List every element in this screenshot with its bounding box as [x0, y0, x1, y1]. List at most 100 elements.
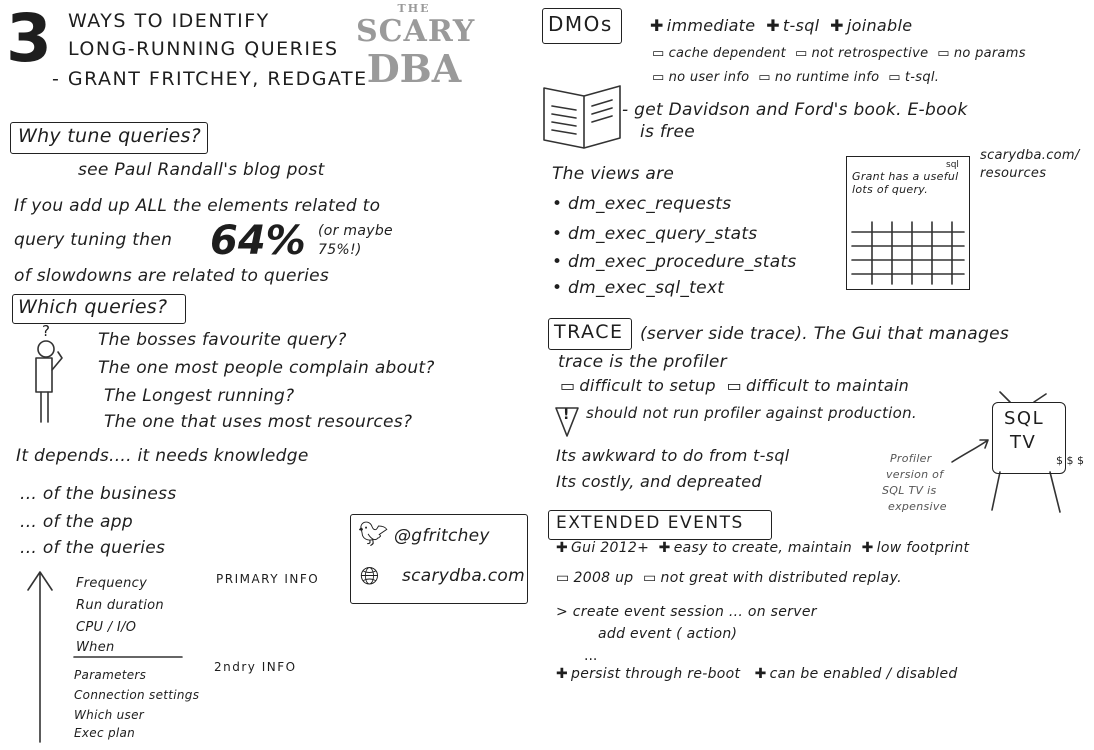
dmo-heading: DMOs: [548, 12, 613, 36]
bird-icon: 🐦︎: [358, 520, 389, 548]
dmo-pro-immediate: immediate: [666, 16, 756, 35]
xe-con-replay: not great with distributed replay.: [660, 570, 902, 586]
secondary-item-connection: Connection settings: [74, 688, 200, 702]
xe-con-2008: 2008 up: [573, 570, 634, 586]
primary-item-when: When: [76, 640, 115, 655]
stat-maybe: (or maybe 75%!): [318, 223, 393, 258]
stick-figure-head: [37, 340, 55, 358]
primary-info-label: PRIMARY INFO: [216, 572, 320, 586]
minus-icon: ▭: [652, 46, 665, 61]
minus-icon: ▭: [888, 70, 901, 85]
why-heading-box: [10, 122, 208, 154]
thinking-question-mark: ?: [42, 322, 50, 340]
tv-label-tv: TV: [1010, 432, 1037, 453]
resources-url-2: resources: [980, 166, 1047, 181]
view-requests: • dm_exec_requests: [552, 194, 732, 214]
minus-icon: ▭: [937, 46, 950, 61]
xe-cons-row: ▭2008 up ▭not great with distributed rep…: [556, 570, 902, 586]
xe-more-pros: ✚persist through re-boot ✚can be enabled…: [556, 666, 958, 682]
warning-triangle: [555, 407, 579, 437]
knowledge-queries: ... of the queries: [20, 538, 166, 558]
view-procedure-stats: • dm_exec_procedure_stats: [552, 252, 797, 272]
plus-icon: ✚: [766, 16, 780, 35]
minus-icon: ▭: [726, 376, 742, 395]
title-line-2: LONG-RUNNING QUERIES: [68, 38, 339, 60]
see-blog-line: see Paul Randall's blog post: [78, 160, 325, 180]
view-sql-text-text: dm_exec_sql_text: [568, 278, 725, 298]
xe-heading: EXTENDED EVENTS: [556, 513, 744, 533]
primary-item-duration: Run duration: [76, 598, 164, 613]
stat-line-1: If you add up ALL the elements related t…: [14, 196, 381, 216]
trace-con-setup: difficult to setup: [579, 376, 716, 395]
minus-icon: ▭: [643, 570, 657, 586]
big-number-three: 3: [6, 0, 52, 77]
xe-heading-box: [548, 510, 772, 540]
title-line-1: WAYS TO IDENTIFY: [68, 10, 270, 32]
xe-pro-persist: persist through re-boot: [571, 666, 741, 682]
book-icon: [543, 85, 621, 149]
dmo-cons-row-2: ▭no user info ▭no runtime info ▭t-sql.: [652, 70, 939, 85]
knowledge-business: ... of the business: [20, 484, 177, 504]
trace-heading: TRACE: [554, 321, 624, 343]
dmo-con-params: no params: [953, 46, 1026, 61]
views-intro: The views are: [552, 164, 675, 184]
minus-icon: ▭: [758, 70, 771, 85]
book-line-2: is free: [640, 122, 695, 142]
xe-pro-gui: Gui 2012+: [571, 540, 650, 556]
logo-the: THE: [397, 2, 431, 15]
resources-url-1[interactable]: scarydba.com/: [980, 148, 1080, 163]
which-heading: Which queries?: [18, 296, 168, 318]
xe-code-1: > create event session ... on server: [556, 604, 817, 620]
secondary-item-plan: Exec plan: [74, 726, 136, 740]
secondary-item-parameters: Parameters: [74, 668, 147, 682]
profiler-note-3: SQL TV is: [882, 484, 937, 497]
profiler-note-1: Profiler: [890, 452, 932, 465]
trace-warning: should not run profiler against producti…: [586, 404, 917, 422]
dmo-pro-tsql: t-sql: [782, 16, 820, 35]
plus-icon: ✚: [556, 666, 569, 682]
trace-costly: Its costly, and depreated: [556, 472, 762, 491]
why-heading: Why tune queries?: [18, 125, 202, 147]
primary-item-cpu-io: CPU / I/O: [76, 620, 137, 635]
dmo-con-tsql: t-sql.: [904, 70, 940, 85]
xe-pro-footprint: low footprint: [876, 540, 970, 556]
tv-money: $ $ $: [1056, 454, 1084, 467]
xe-code-dots: ...: [584, 648, 598, 664]
plus-icon: ✚: [830, 16, 844, 35]
plus-icon: ✚: [754, 666, 767, 682]
trace-con-maintain: difficult to maintain: [745, 376, 910, 395]
xe-code-2: add event ( action): [598, 626, 738, 642]
dmo-con-runtime: no runtime info: [774, 70, 880, 85]
tv-arrow: [951, 439, 989, 463]
contact-twitter[interactable]: @gfritchey: [394, 526, 490, 546]
minus-icon: ▭: [794, 46, 808, 61]
dmo-con-retro: not retrospective: [811, 46, 929, 61]
dmo-con-cache: cache dependent: [668, 46, 787, 61]
trace-awkward: Its awkward to do from t-sql: [556, 446, 790, 465]
trace-cons: ▭difficult to setup ▭difficult to mainta…: [560, 376, 909, 395]
contact-box: [350, 514, 528, 604]
dmo-con-userinfo: no user info: [668, 70, 750, 85]
contact-web[interactable]: scarydba.com: [402, 566, 525, 586]
tv-screen: [992, 402, 1066, 474]
up-arrow: [27, 571, 53, 743]
warning-icon: !: [563, 407, 570, 423]
trace-heading-box: [548, 318, 632, 350]
tv-label-sql: SQL: [1004, 408, 1045, 429]
dmo-heading-box: [542, 8, 622, 44]
logo-scary: SCARY: [356, 14, 476, 49]
view-query-stats-text: dm_exec_query_stats: [568, 224, 758, 244]
minus-icon: ▭: [652, 70, 665, 85]
minus-icon: ▭: [556, 570, 570, 586]
dmo-pros-row: ✚immediate ✚t-sql ✚joinable: [650, 16, 912, 35]
stat-big-percent: 64%: [210, 218, 306, 264]
trace-line-1: (server side trace). The Gui that manage…: [640, 324, 1010, 344]
profiler-note-4: expensive: [888, 500, 947, 513]
question-2: The one most people complain about?: [98, 358, 435, 378]
tv-stand: [991, 471, 1061, 513]
plus-icon: ✚: [556, 540, 569, 556]
view-sql-text: • dm_exec_sql_text: [552, 278, 725, 298]
dmo-cons-row-1: ▭cache dependent ▭not retrospective ▭no …: [652, 46, 1026, 61]
xe-pro-easy: easy to create, maintain: [673, 540, 853, 556]
